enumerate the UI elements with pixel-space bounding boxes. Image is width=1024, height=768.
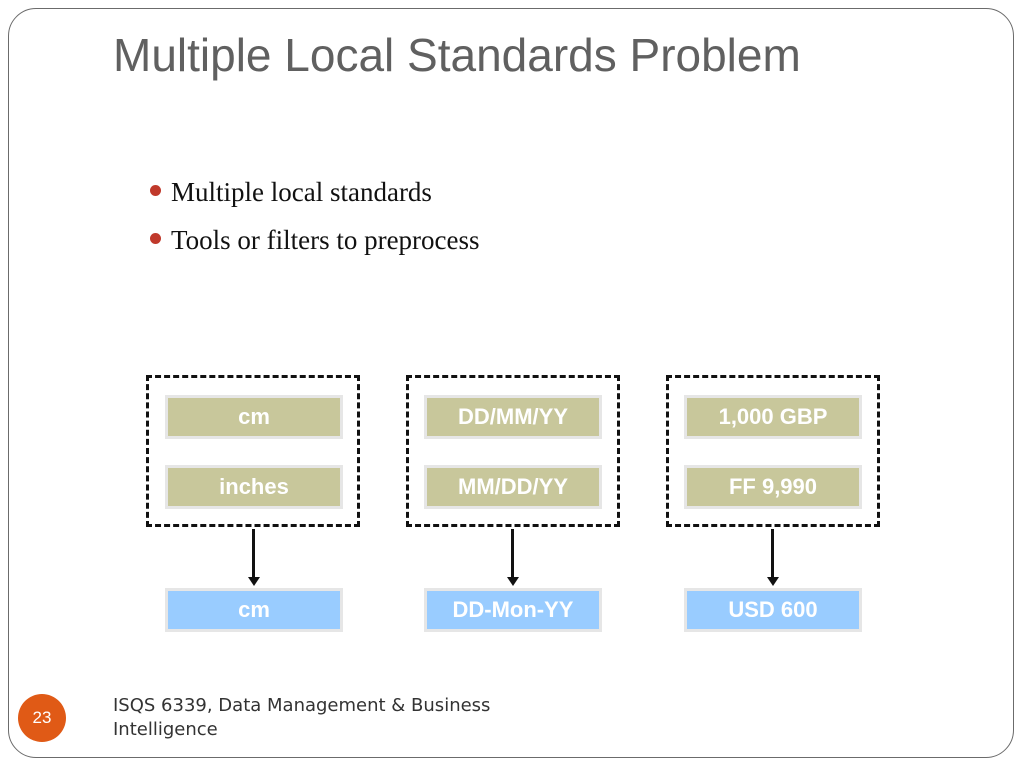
date-output-box: DD-Mon-YY	[424, 588, 602, 632]
unit-output-box: cm	[165, 588, 343, 632]
arrow-down-icon	[511, 529, 514, 577]
bullet-list: Multiple local standards Tools or filter…	[150, 168, 480, 264]
arrow-down-icon	[771, 529, 774, 577]
arrow-head-icon	[507, 577, 519, 586]
date-input-box: MM/DD/YY	[424, 465, 602, 509]
date-input-box: DD/MM/YY	[424, 395, 602, 439]
currency-input-box: FF 9,990	[684, 465, 862, 509]
slide-title: Multiple Local Standards Problem	[113, 29, 801, 81]
footer-text: ISQS 6339, Data Management & Business In…	[113, 695, 491, 740]
unit-input-box: cm	[165, 395, 343, 439]
bullet-dot-icon	[150, 232, 161, 244]
bullet-dot-icon	[150, 184, 161, 196]
unit-input-box: inches	[165, 465, 343, 509]
units-group	[146, 375, 360, 527]
arrow-head-icon	[767, 577, 779, 586]
bullet-text: Tools or filters to preprocess	[171, 225, 480, 255]
slide-frame	[8, 8, 1014, 758]
currency-group	[666, 375, 880, 527]
arrow-head-icon	[248, 577, 260, 586]
bullet-item: Tools or filters to preprocess	[150, 216, 480, 264]
bullet-text: Multiple local standards	[171, 177, 432, 207]
bullet-item: Multiple local standards	[150, 168, 480, 216]
page-number-badge: 23	[18, 694, 66, 742]
currency-output-box: USD 600	[684, 588, 862, 632]
currency-input-box: 1,000 GBP	[684, 395, 862, 439]
arrow-down-icon	[252, 529, 255, 577]
date-group	[406, 375, 620, 527]
